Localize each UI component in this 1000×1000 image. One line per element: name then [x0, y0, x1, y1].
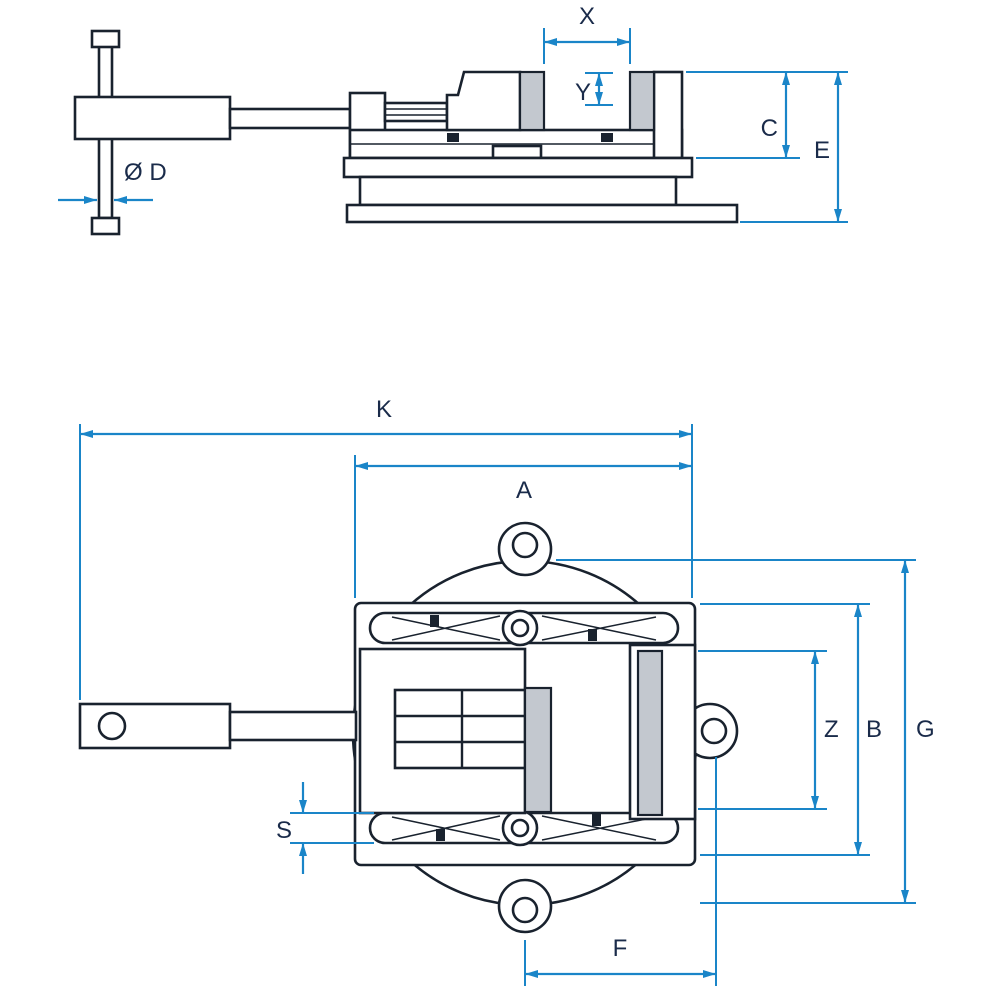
center-key	[491, 144, 543, 160]
fixed-jaw-plate-plan	[636, 649, 664, 817]
dim-label-f: F	[613, 935, 628, 962]
dimension-b: B	[700, 603, 882, 856]
handle-body	[73, 95, 232, 141]
dim-label-s: S	[276, 817, 292, 844]
top-slot-clamp-right	[588, 629, 597, 641]
dimension-d: Ø D	[58, 159, 167, 204]
dim-label-b: B	[866, 716, 882, 743]
gib-screw-left	[447, 133, 459, 142]
dim-label-c: C	[761, 115, 778, 142]
dim-label-x: X	[579, 3, 595, 30]
dimension-c: C	[686, 71, 848, 159]
spindle-shaft-plan	[228, 710, 358, 742]
dimension-k: K	[79, 396, 693, 700]
plan-view	[78, 521, 739, 934]
bottom-slot-boss-hole	[510, 818, 530, 838]
base-plate-side	[342, 156, 694, 179]
spindle-shaft	[228, 107, 352, 130]
top-slot-clamp-left	[430, 615, 439, 627]
handle-rod-top-cap	[90, 29, 121, 49]
dim-label-d: Ø D	[124, 159, 167, 186]
dim-label-g: G	[916, 716, 935, 743]
top-slot-boss-hole	[510, 618, 530, 638]
fixed-jaw-side	[652, 70, 684, 160]
dimension-y: Y	[575, 72, 613, 106]
right-lug-hole	[700, 717, 728, 745]
top-slot-hatch	[391, 615, 657, 641]
moving-jaw-plate-plan	[523, 686, 553, 814]
dim-label-k: K	[376, 396, 392, 423]
dimension-g: G	[556, 559, 935, 904]
handle-hole	[97, 711, 127, 741]
lead-screw	[383, 101, 449, 123]
dim-label-z: Z	[824, 716, 839, 743]
dimension-f: F	[524, 757, 717, 986]
handle-rod-bottom-cap	[90, 216, 121, 236]
dimension-e: E	[740, 72, 848, 223]
moving-jaw-plate-side	[518, 70, 546, 132]
bottom-slot-hatch	[391, 815, 657, 841]
nut-block-lines	[395, 690, 525, 768]
dimension-x: X	[543, 3, 631, 64]
dimension-s: S	[276, 782, 374, 874]
dim-label-a: A	[516, 477, 532, 504]
dim-label-y: Y	[575, 79, 591, 106]
dimension-z: Z	[698, 650, 839, 810]
lead-screw-threads	[385, 108, 447, 116]
dimension-a: A	[354, 455, 692, 598]
side-view	[73, 29, 739, 236]
fixed-jaw-plate-side	[628, 70, 656, 132]
moving-jaw-side	[445, 70, 522, 132]
gib-screw-right	[601, 133, 613, 142]
screw-nut-block	[393, 688, 527, 770]
dim-label-e: E	[814, 137, 830, 164]
bottom-plate-side	[345, 203, 739, 224]
bottom-lug-hole	[511, 896, 539, 924]
bottom-slot-clamp-right	[592, 814, 601, 826]
top-lug-hole	[511, 531, 539, 559]
bottom-slot-clamp-left	[436, 829, 445, 841]
swivel-ring-side	[358, 175, 678, 207]
